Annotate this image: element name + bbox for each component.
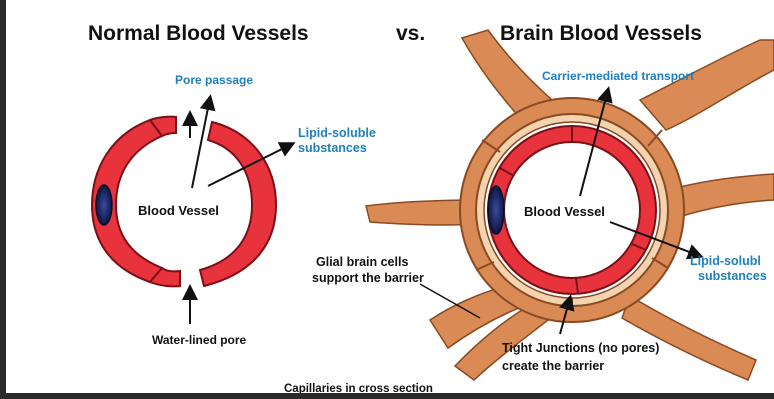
endothelial-nucleus-right bbox=[488, 186, 504, 234]
carrier-label: Carrier-mediated transport bbox=[542, 69, 694, 83]
blood-vessel-label-right: Blood Vessel bbox=[524, 204, 605, 219]
glial-label-line2: support the barrier bbox=[312, 271, 424, 285]
lipid-soluble-label-line2: substances bbox=[298, 141, 367, 155]
lipid-soluble-right-line2: substances bbox=[698, 269, 767, 283]
lipid-soluble-label-line1: Lipid-soluble bbox=[298, 126, 376, 140]
pore-passage-label: Pore passage bbox=[175, 73, 253, 87]
tight-junction-label-line1: Tight Junctions (no pores) bbox=[502, 341, 659, 355]
tight-junction-label-line2: create the barrier bbox=[502, 359, 604, 373]
pore-passage-arrow bbox=[192, 98, 210, 188]
right-title: Brain Blood Vessels bbox=[500, 22, 702, 45]
water-lined-pore-label: Water-lined pore bbox=[152, 333, 247, 347]
lipid-soluble-right-line1: Lipid-solubl bbox=[690, 254, 761, 268]
diagram-caption: Capillaries in cross section bbox=[284, 383, 433, 395]
normal-vessel bbox=[92, 117, 276, 287]
glial-arm-top-right bbox=[640, 40, 774, 130]
vs-label: vs. bbox=[396, 22, 425, 45]
endothelial-nucleus-left bbox=[96, 185, 112, 225]
glial-arm-bottom-right bbox=[622, 296, 756, 380]
left-title: Normal Blood Vessels bbox=[88, 22, 309, 45]
blood-vessel-label-left: Blood Vessel bbox=[138, 203, 219, 218]
glial-label-line1: Glial brain cells bbox=[316, 255, 408, 269]
